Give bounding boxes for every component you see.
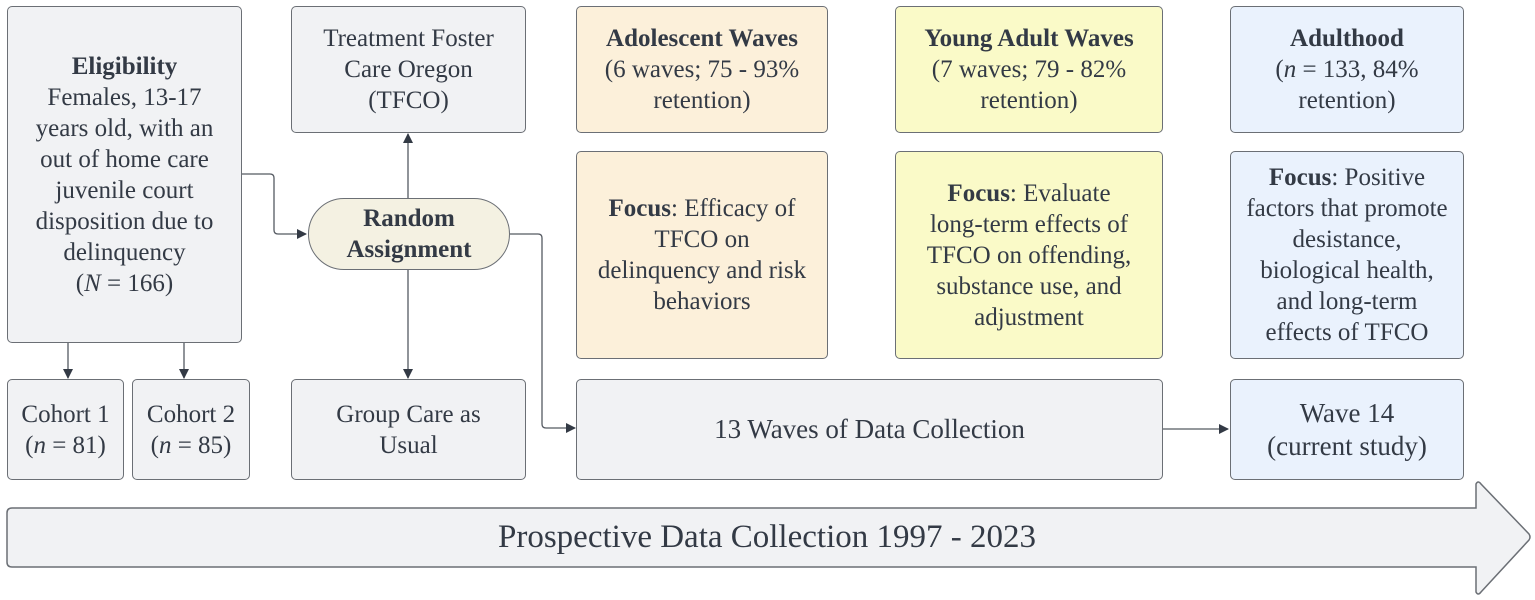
adulthood-box: Adulthood (n = 133, 84% retention) bbox=[1230, 6, 1464, 133]
phase-title: Adolescent Waves bbox=[606, 25, 798, 52]
data-collection-label: 13 Waves of Data Collection bbox=[714, 414, 1025, 444]
phase-detail: (6 waves; 75 - 93% bbox=[604, 56, 800, 83]
cohort-2-box: Cohort 2 (n = 85) bbox=[132, 379, 250, 480]
focus-line: and long-term bbox=[1276, 288, 1418, 315]
wave-14-line: Wave 14 bbox=[1299, 397, 1395, 428]
tfco-line: (TFCO) bbox=[368, 87, 449, 114]
wave-14-box: Wave 14 (current study) bbox=[1230, 379, 1464, 480]
eligibility-line: out of home care bbox=[40, 145, 209, 173]
focus-line: long-term effects of bbox=[929, 210, 1129, 238]
phase-detail: retention) bbox=[980, 87, 1078, 114]
group-care-line: Group Care as bbox=[336, 400, 481, 428]
young-adult-focus-box: Focus: Evaluate long-term effects of TFC… bbox=[895, 151, 1163, 359]
wave-14-line: (current study) bbox=[1267, 430, 1427, 461]
eligibility-title: Eligibility bbox=[71, 52, 178, 80]
eligibility-line: delinquency bbox=[63, 238, 186, 266]
cohort-label: Cohort 1 bbox=[21, 400, 110, 428]
focus-line: TFCO on offending, bbox=[926, 241, 1132, 269]
focus-line: delinquency and risk bbox=[597, 257, 807, 284]
cohort-1-box: Cohort 1 (n = 81) bbox=[7, 379, 124, 480]
phase-detail: (7 waves; 79 - 82% bbox=[931, 56, 1127, 83]
group-care-box: Group Care as Usual bbox=[291, 379, 526, 480]
adulthood-focus-box: Focus: Positive factors that promote des… bbox=[1230, 151, 1464, 359]
eligibility-sample-size: (N = 166) bbox=[75, 269, 174, 297]
phase-detail: retention) bbox=[653, 87, 751, 114]
tfco-box: Treatment Foster Care Oregon (TFCO) bbox=[291, 6, 526, 133]
focus-line: desistance, bbox=[1292, 226, 1402, 253]
timeline-label: Prospective Data Collection 1997 - 2023 bbox=[498, 519, 1036, 555]
cohort-sample-size: (n = 81) bbox=[25, 431, 106, 459]
tfco-line: Care Oregon bbox=[344, 56, 473, 83]
eligibility-line: juvenile court bbox=[55, 176, 194, 204]
tfco-line: Treatment Foster bbox=[323, 25, 494, 52]
focus-line: factors that promote bbox=[1246, 195, 1448, 222]
phase-detail: retention) bbox=[1298, 87, 1396, 114]
data-collection-box: 13 Waves of Data Collection bbox=[576, 379, 1163, 480]
group-care-line: Usual bbox=[379, 431, 438, 459]
cohort-label: Cohort 2 bbox=[146, 400, 236, 428]
focus-line: TFCO on bbox=[654, 226, 750, 253]
focus-line: effects of TFCO bbox=[1265, 319, 1429, 346]
adolescent-focus-box: Focus: Efficacy of TFCO on delinquency a… bbox=[576, 151, 828, 359]
cohort-sample-size: (n = 85) bbox=[150, 431, 232, 459]
eligibility-line: disposition due to bbox=[35, 207, 214, 235]
random-assignment-line: Random bbox=[363, 205, 455, 232]
focus-line: adjustment bbox=[974, 303, 1084, 331]
phase-detail: (n = 133, 84% bbox=[1275, 56, 1419, 83]
eligibility-line: years old, with an bbox=[35, 114, 214, 142]
young-adult-waves-box: Young Adult Waves (7 waves; 79 - 82% ret… bbox=[895, 6, 1163, 133]
focus-line: Focus: Efficacy of bbox=[608, 195, 796, 222]
focus-line: substance use, and bbox=[936, 272, 1122, 300]
focus-line: Focus: Evaluate bbox=[947, 179, 1111, 207]
adolescent-waves-box: Adolescent Waves (6 waves; 75 - 93% rete… bbox=[576, 6, 828, 133]
focus-line: Focus: Positive bbox=[1268, 164, 1426, 191]
eligibility-line: Females, 13-17 bbox=[47, 83, 202, 111]
phase-title: Adulthood bbox=[1290, 25, 1404, 52]
phase-title: Young Adult Waves bbox=[924, 25, 1134, 52]
timeline-arrow-shape bbox=[6, 481, 1531, 595]
random-assignment-node: Random Assignment bbox=[308, 198, 510, 270]
eligibility-box: Eligibility Females, 13-17 years old, wi… bbox=[7, 6, 242, 343]
random-assignment-line: Assignment bbox=[346, 236, 472, 263]
focus-line: behaviors bbox=[653, 288, 751, 315]
focus-line: biological health, bbox=[1260, 257, 1434, 284]
timeline-label-container: Prospective Data Collection 1997 - 2023 bbox=[7, 508, 1527, 567]
